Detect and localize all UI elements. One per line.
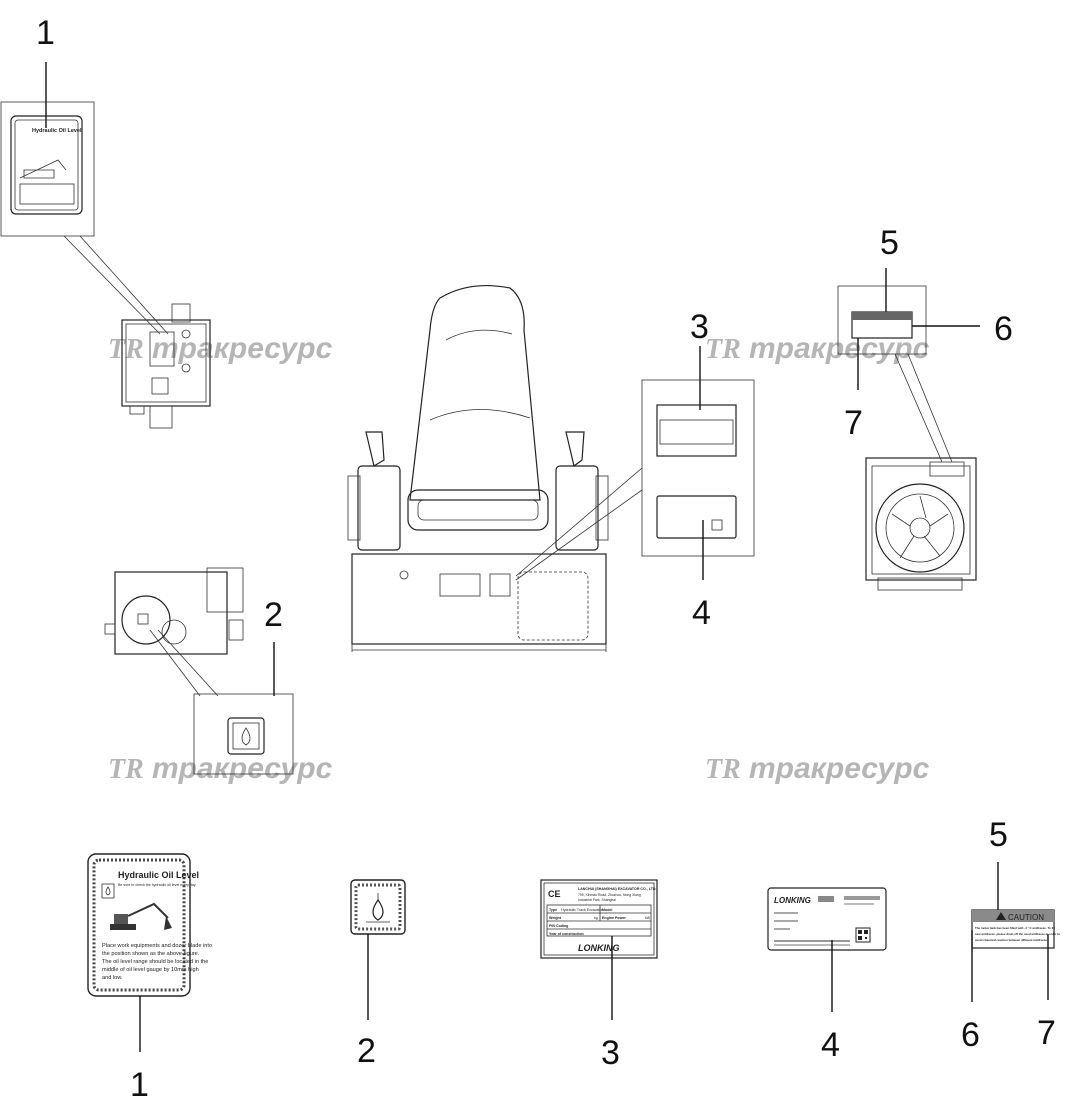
svg-text:тракресурс: тракресурс [152, 332, 333, 365]
pump-drawing [104, 567, 244, 655]
svg-text:Industrial Park, Shanghai: Industrial Park, Shanghai [578, 898, 616, 902]
qr-code-icon [855, 927, 871, 943]
callout-7-bottom: 7 [1037, 934, 1056, 1052]
svg-text:avoid chemical reaction betwee: avoid chemical reaction between differen… [975, 938, 1048, 942]
label-1-hydraulic-oil-level: Hydraulic Oil Level Be sure to check the… [87, 853, 212, 997]
svg-text:3: 3 [690, 308, 709, 346]
svg-text:middle of oil level gauge by 1: middle of oil level gauge by 10mm high [102, 967, 199, 973]
svg-text:тракресурс: тракресурс [749, 752, 930, 785]
svg-text:3: 3 [601, 1034, 620, 1072]
detail-box-label-1: Hydraulic Oil Level [0, 101, 95, 237]
svg-text:Weight: Weight [549, 916, 562, 920]
svg-text:PIN Coding: PIN Coding [549, 924, 568, 928]
watermark-mid-right: TR тракресурс [705, 752, 930, 785]
callout-3-mid: 3 [690, 308, 709, 410]
callout-7-mid: 7 [844, 338, 863, 442]
svg-text:6: 6 [961, 1016, 980, 1054]
brand-logo: LONKING [578, 943, 620, 953]
operator-seat-drawing [347, 284, 609, 652]
ce-mark: CE [548, 889, 561, 899]
svg-text:2: 2 [264, 596, 283, 634]
svg-text:Year of construction: Year of construction [549, 932, 584, 936]
svg-text:Engine Power: Engine Power [602, 916, 626, 920]
brand-logo: LONKING [774, 896, 811, 905]
label-2-oil-drop [350, 879, 406, 935]
label-4-product-plate: LONKING [767, 887, 887, 951]
svg-text:TR: TR [705, 754, 741, 785]
callout-1-bottom: 1 [130, 996, 149, 1104]
svg-text:Type: Type [549, 908, 557, 912]
callout-6-bottom: 6 [961, 930, 980, 1054]
callout-2-bottom: 2 [357, 934, 376, 1070]
svg-text:1: 1 [36, 14, 55, 52]
hydraulic-label-title: Hydraulic Oil Level [118, 870, 199, 880]
svg-text:Hydraulic Oil Level: Hydraulic Oil Level [32, 128, 82, 134]
callout-4-mid: 4 [692, 520, 711, 632]
svg-text:and low.: and low. [102, 975, 123, 981]
svg-text:kg: kg [594, 916, 598, 920]
svg-text:1: 1 [130, 1066, 149, 1104]
detail-box-labels-3-4 [641, 379, 755, 557]
svg-text:тракресурс: тракресурс [152, 752, 333, 785]
svg-text:Hydraulic Track Excavator: Hydraulic Track Excavator [561, 908, 604, 912]
watermark-top-right: TR тракресурс [705, 332, 930, 365]
svg-text:new antifreeze, please drain o: new antifreeze, please drain off the use… [975, 932, 1060, 936]
callout-2-mid: 2 [264, 596, 283, 696]
svg-text:the position shown as the abov: the position shown as the above-figure. [102, 951, 200, 957]
label-3-nameplate: CE LANCHUI (SHANGHAI) EXCAVATOR CO., LTD… [540, 879, 658, 959]
hydraulic-tank-drawing [121, 303, 211, 429]
svg-text:kW: kW [645, 916, 651, 920]
detail-box-label-2 [193, 693, 294, 775]
caution-heading: CAUTION [1008, 913, 1044, 922]
svg-text:4: 4 [821, 1026, 840, 1064]
callout-4-bottom: 4 [821, 940, 840, 1064]
svg-text:799, Xinmao Road, Zhuzhou, Non: 799, Xinmao Road, Zhuzhou, Nong Xiang [578, 893, 641, 897]
svg-text:5: 5 [880, 224, 899, 262]
callout-5-mid: 5 [880, 224, 899, 312]
drop-icon [101, 883, 115, 899]
watermark-mid-left: TR тракресурс [108, 752, 333, 785]
svg-text:Model: Model [602, 908, 612, 912]
warning-triangle-icon [996, 912, 1006, 920]
radiator-drawing [865, 457, 977, 591]
svg-text:7: 7 [1037, 1014, 1056, 1052]
hydraulic-label-subtitle: Be sure to check the hydraulic oil level… [118, 883, 196, 887]
svg-text:5: 5 [989, 816, 1008, 854]
svg-text:2: 2 [357, 1032, 376, 1070]
svg-text:Place work equipments and doze: Place work equipments and dozer blade in… [102, 943, 212, 949]
svg-text:7: 7 [844, 404, 863, 442]
detail-box-label-5 [837, 285, 927, 355]
svg-text:4: 4 [692, 594, 711, 632]
svg-text:6: 6 [994, 310, 1013, 348]
callout-6-mid: 6 [912, 310, 1013, 348]
excavator-icon [110, 902, 172, 930]
svg-text:The oil level range should be: The oil level range should be located in… [102, 959, 208, 965]
svg-text:The motor tank has been filled: The motor tank has been filled with -4 °… [975, 926, 1055, 930]
svg-text:TR: TR [108, 754, 144, 785]
callout-5-bottom: 5 [989, 816, 1008, 912]
callout-3-bottom: 3 [601, 936, 620, 1072]
svg-text:тракресурс: тракресурс [749, 332, 930, 365]
svg-text:LANCHUI (SHANGHAI) EXCAVATOR C: LANCHUI (SHANGHAI) EXCAVATOR CO., LTD. [578, 887, 657, 891]
watermark-top-left: TR тракресурс [108, 332, 333, 365]
label-5-caution: CAUTION The motor tank has been filled w… [971, 909, 1060, 949]
callout-1-top: 1 [36, 14, 55, 128]
svg-text:TR: TR [705, 334, 741, 365]
